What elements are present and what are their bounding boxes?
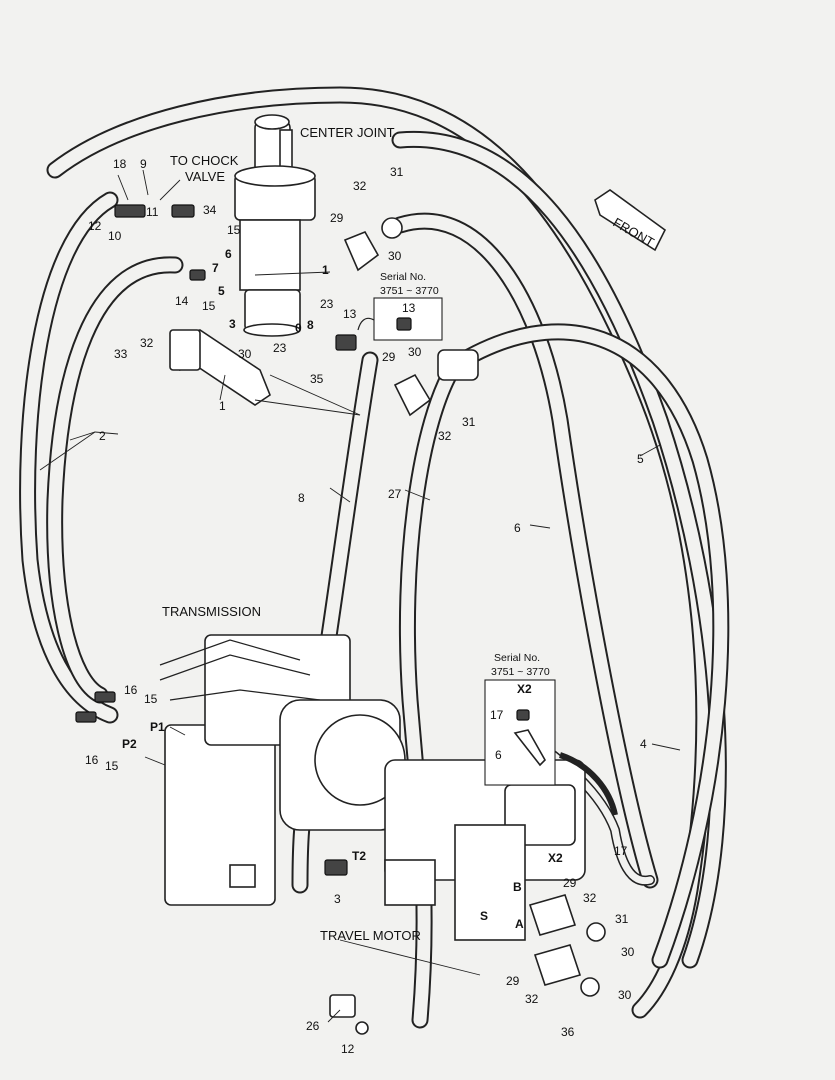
transmission-label: TRANSMISSION — [162, 604, 261, 619]
callout: 27 — [388, 487, 402, 501]
callout: 32 — [583, 891, 597, 905]
callout: 9 — [140, 157, 147, 171]
callout: 32 — [353, 179, 367, 193]
callout: 35 — [310, 372, 324, 386]
callout: 36 — [561, 1025, 575, 1039]
callout: S — [480, 909, 488, 923]
to-chock-label-line1: TO CHOCK — [170, 153, 239, 168]
callout: X2 — [548, 851, 563, 865]
callout: 15 — [227, 223, 241, 237]
serial-box-bottom-pointer — [558, 752, 618, 816]
callout: 4 — [640, 737, 647, 751]
callout: P2 — [122, 737, 137, 751]
callout: 30 — [621, 945, 635, 959]
callout: 23 — [273, 341, 287, 355]
hose-assemblies — [19, 86, 730, 1029]
callout: 31 — [390, 165, 404, 179]
flange-29-lower-a — [528, 894, 606, 942]
callout: 16 — [124, 683, 138, 697]
front-arrow: FRONT — [594, 189, 667, 252]
callout: 0 — [295, 321, 302, 335]
callout: 32 — [525, 992, 539, 1006]
serial-box-top-line1: Serial No. — [380, 271, 426, 283]
center-joint-label: CENTER JOINT — [300, 125, 395, 140]
callout: 29 — [506, 974, 520, 988]
callout: 6 — [225, 247, 232, 261]
flange-29-lower-b — [533, 944, 600, 997]
callout: 31 — [615, 912, 629, 926]
callout: 11 — [146, 205, 159, 219]
to-chock-label-line2: VALVE — [185, 169, 225, 184]
callout: 17 — [614, 844, 628, 858]
serial-box-bottom: Serial No. 3751 ~ 3770 X2 17 6 — [484, 652, 556, 786]
serial-box-top-line2: 3751 ~ 3770 — [380, 285, 439, 297]
transmission-assembly — [159, 634, 406, 906]
callout: 3 — [229, 317, 236, 331]
callout: 31 — [462, 415, 476, 429]
callout: 1 — [219, 399, 226, 413]
serial-box-top: Serial No. 3751 ~ 3770 13 — [373, 271, 443, 341]
callout: B — [513, 880, 522, 894]
callout: 13 — [343, 307, 357, 321]
callout: T2 — [352, 849, 366, 863]
fitting-26 — [329, 994, 369, 1035]
center-joint-assembly — [234, 114, 316, 337]
serial-box-bottom-line2: 3751 ~ 3770 — [491, 666, 550, 678]
callout: 15 — [202, 299, 216, 313]
flange-29-upper — [343, 217, 403, 272]
callout: 26 — [306, 1019, 320, 1033]
serial-box-top-pointer — [357, 317, 375, 331]
callout: 29 — [330, 211, 344, 225]
callout: 1 — [322, 263, 329, 277]
callout: 10 — [108, 229, 122, 243]
callout: 30 — [408, 345, 422, 359]
callout: 18 — [113, 157, 127, 171]
callout: 16 — [85, 753, 99, 767]
callout: 29 — [382, 350, 396, 364]
callout: 30 — [618, 988, 632, 1002]
callout: 30 — [388, 249, 402, 263]
serial-box-bottom-port: X2 — [517, 682, 532, 696]
leader-lines — [39, 169, 681, 1023]
callout: 23 — [320, 297, 334, 311]
callout: 8 — [298, 491, 305, 505]
serial-box-top-part: 13 — [402, 301, 416, 315]
travel-motor-assembly — [384, 759, 586, 941]
travel-motor-label: TRAVEL MOTOR — [320, 928, 421, 943]
callout: 7 — [212, 261, 219, 275]
callout: 14 — [175, 294, 189, 308]
callout: 29 — [563, 876, 577, 890]
callout: 30 — [238, 347, 252, 361]
callout: 15 — [144, 692, 158, 706]
callout: 8 — [307, 318, 314, 332]
callout: 34 — [203, 203, 217, 217]
flange-29-middle — [393, 373, 432, 417]
callout: 5 — [637, 452, 644, 466]
callout: P1 — [150, 720, 165, 734]
pipe-fitting-1 — [169, 329, 271, 406]
callout: 3 — [334, 892, 341, 906]
callout: 12 — [88, 219, 102, 233]
callout: 2 — [99, 429, 106, 443]
callout: 6 — [514, 521, 521, 535]
serial-box-bottom-line1: Serial No. — [494, 652, 540, 664]
callout: A — [515, 917, 524, 931]
callout: 5 — [218, 284, 225, 298]
callout: 33 — [114, 347, 128, 361]
serial-box-bottom-part-a: 17 — [490, 708, 504, 722]
callout: 12 — [341, 1042, 355, 1056]
callout: 15 — [105, 759, 119, 773]
callout-labels: 18 9 12 10 11 34 15 6 7 14 15 5 32 31 29… — [85, 157, 647, 1056]
callout: 32 — [438, 429, 452, 443]
callout: 32 — [140, 336, 154, 350]
serial-box-bottom-part-b: 6 — [495, 748, 502, 762]
